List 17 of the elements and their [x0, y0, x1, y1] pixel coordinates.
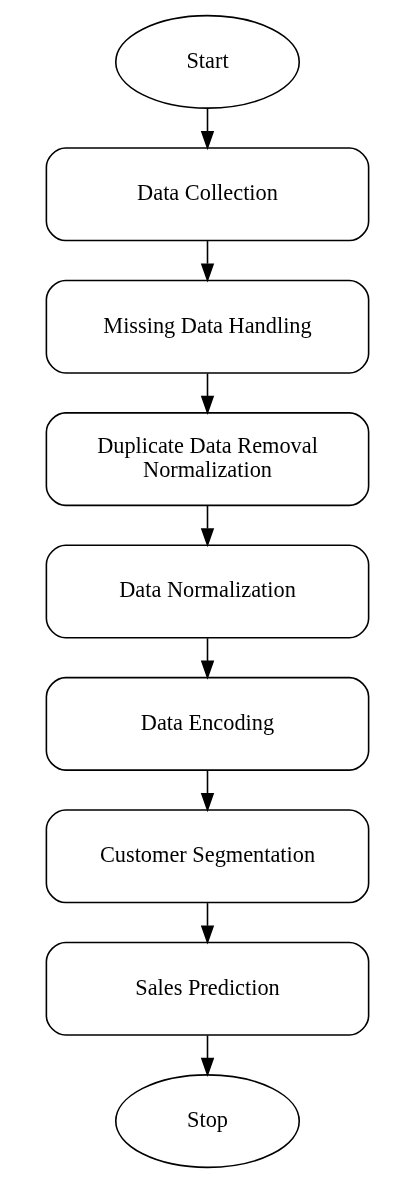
arrow: [200, 637, 214, 680]
arrow: [200, 372, 214, 415]
node-box: Data Encoding: [45, 676, 369, 771]
node-box: Missing Data Handling: [45, 279, 369, 374]
node-box: Customer Segmentation: [45, 809, 369, 904]
node-box: Data Normalization: [45, 544, 369, 639]
arrow: [200, 107, 214, 151]
arrow: [200, 769, 214, 813]
arrow: [200, 240, 214, 283]
node-ellipse: Start: [114, 14, 300, 109]
node-ellipse: Stop: [114, 1074, 300, 1169]
node-box: Data Collection: [45, 147, 369, 242]
node-box: Duplicate Data Removal Normalization: [45, 412, 369, 507]
arrow: [200, 505, 214, 548]
arrow: [200, 902, 214, 945]
node-box: Sales Prediction: [45, 941, 369, 1036]
arrow: [200, 1034, 214, 1077]
